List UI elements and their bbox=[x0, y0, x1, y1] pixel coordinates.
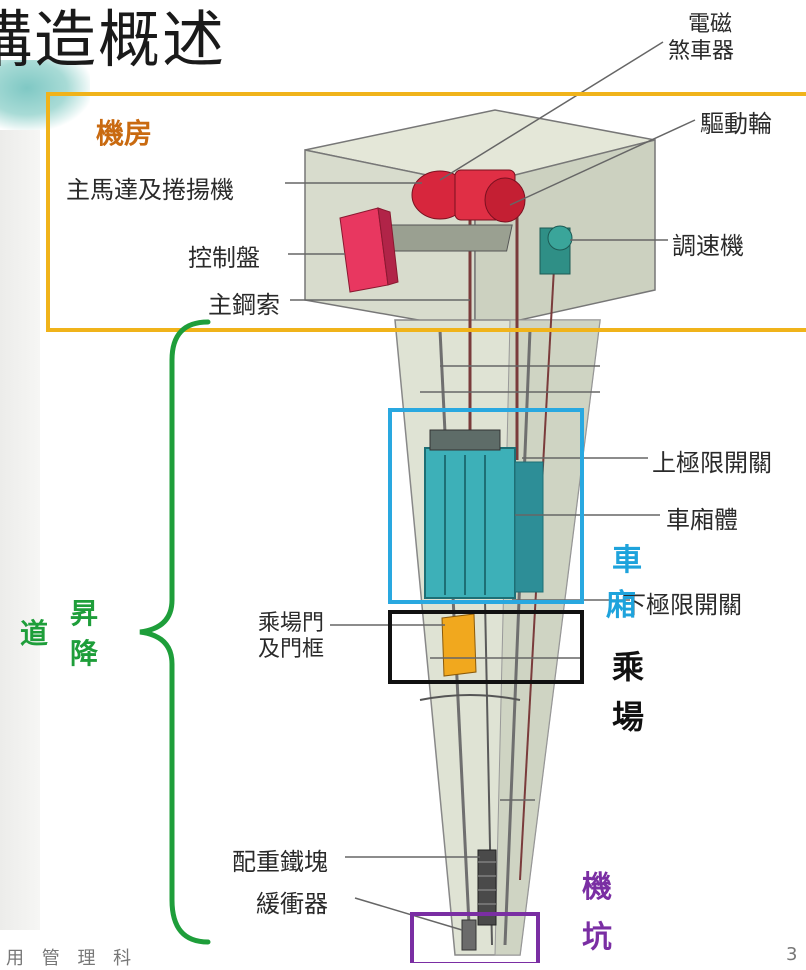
section-car-line2: 廂 bbox=[606, 588, 636, 623]
landing-door-frame bbox=[419, 694, 521, 701]
hoistway-brace bbox=[139, 319, 211, 945]
buffer bbox=[461, 919, 477, 951]
leader-drive-wheel bbox=[509, 119, 696, 206]
landing-door bbox=[441, 613, 477, 677]
section-landing-line2: 場 bbox=[612, 698, 645, 736]
label-lower-limit: 下極限開關 bbox=[622, 591, 742, 619]
label-main-cable: 主鋼索 bbox=[208, 291, 280, 319]
label-drive-wheel: 驅動輪 bbox=[700, 110, 772, 138]
car-box bbox=[388, 408, 584, 604]
label-main-motor: 主馬達及捲揚機 bbox=[66, 176, 234, 204]
control-panel-side bbox=[377, 207, 399, 286]
hoistway-shaft-side bbox=[494, 319, 601, 956]
label-car-body: 車廂體 bbox=[666, 506, 738, 534]
label-upper-limit: 上極限開關 bbox=[652, 449, 772, 477]
label-buffer: 緩衝器 bbox=[256, 890, 328, 918]
section-landing-line1: 乘 bbox=[612, 648, 645, 686]
label-brake-line1: 電磁 bbox=[688, 12, 733, 37]
section-hoistway-char2: 降 bbox=[70, 637, 99, 670]
governor-wheel bbox=[547, 225, 573, 251]
section-pit-line1: 機 bbox=[582, 870, 612, 905]
machine-room-box bbox=[46, 92, 806, 332]
section-car-line1: 車 bbox=[612, 543, 642, 578]
label-landing-door-line1: 乘場門 bbox=[258, 611, 325, 636]
section-hoistway-char1: 昇 bbox=[70, 597, 99, 630]
page-number: 3 bbox=[786, 944, 798, 965]
pit-box bbox=[410, 912, 540, 963]
footer-text: 用 管 理 科 bbox=[6, 948, 138, 969]
label-brake-line2: 煞車器 bbox=[668, 39, 735, 64]
section-hoistway-char3: 道 bbox=[20, 617, 49, 650]
label-landing-door-line2: 及門框 bbox=[258, 637, 325, 662]
counterweight-block bbox=[477, 849, 497, 926]
guide-rail-right bbox=[503, 329, 532, 946]
label-counterweight: 配重鐵塊 bbox=[232, 848, 328, 876]
label-governor: 調速機 bbox=[672, 232, 744, 260]
car-side bbox=[514, 461, 544, 593]
leader-brake bbox=[439, 41, 664, 181]
car-frame bbox=[424, 447, 516, 599]
label-control-panel: 控制盤 bbox=[188, 244, 260, 272]
leader-buffer bbox=[354, 897, 463, 931]
car-top-equipment bbox=[429, 429, 501, 451]
landing-box bbox=[388, 610, 584, 684]
left-decorative-strip bbox=[0, 130, 40, 930]
section-pit-line2: 坑 bbox=[582, 920, 612, 955]
drive-wheel bbox=[484, 177, 526, 223]
section-machine-room: 機房 bbox=[96, 117, 153, 150]
slide-title: 構造概述 bbox=[0, 3, 227, 76]
